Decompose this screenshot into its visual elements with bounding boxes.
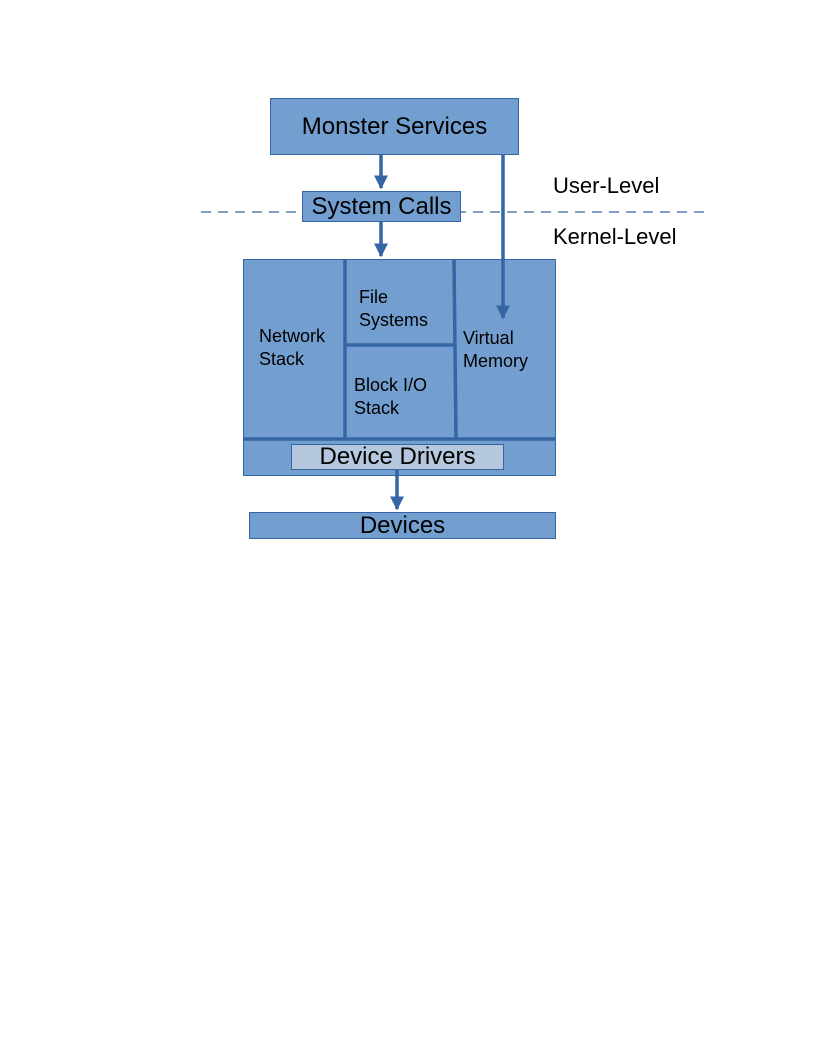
system-calls-box: System Calls: [302, 191, 461, 222]
kernel-level-label: Kernel-Level: [553, 224, 677, 249]
devices-label: Devices: [359, 511, 446, 539]
virtual-memory-label: Virtual Memory: [463, 328, 529, 371]
monster-services-box: Monster Services: [270, 98, 519, 155]
device-drivers-label: Device Drivers: [319, 443, 476, 470]
separator-file-vm: [452, 258, 458, 440]
monster-services-label: Monster Services: [301, 112, 488, 140]
block-io-stack-label: Block I/O Stack: [354, 375, 428, 418]
network-stack-label: Network Stack: [259, 326, 326, 369]
user-level-label: User-Level: [553, 173, 660, 198]
file-systems-label: File Systems: [359, 287, 429, 330]
system-calls-label: System Calls: [311, 192, 452, 220]
devices-box: Devices: [249, 512, 556, 539]
device-drivers-box: Device Drivers: [291, 443, 504, 470]
